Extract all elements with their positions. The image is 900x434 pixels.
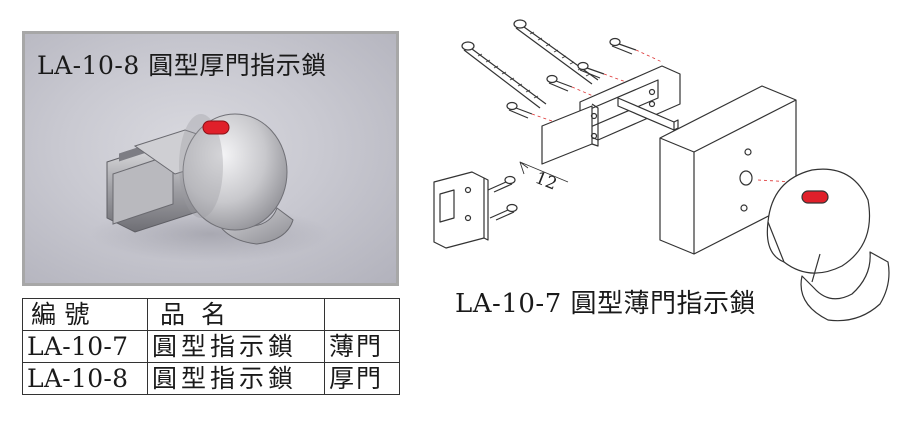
indicator-knob: [766, 168, 890, 322]
short-screw: [609, 37, 637, 55]
header-type: [324, 298, 400, 331]
long-screw: [513, 19, 599, 85]
short-screw: [506, 101, 533, 119]
photo-title: LA-10-8 圓型厚門指示鎖: [37, 51, 327, 80]
header-code: 編 號: [22, 298, 148, 331]
long-screw: [461, 41, 547, 109]
red-indicator-window: [202, 120, 230, 135]
short-screw: [577, 61, 605, 79]
row-code: LA-10-8: [22, 362, 148, 395]
short-screw: [546, 74, 573, 92]
spec-table: 編 號 品 名 LA-10-7 圓型指示鎖 薄門 LA-10-8 圓型指示鎖 厚…: [22, 298, 400, 395]
row-code: LA-10-7: [22, 330, 148, 363]
diagram-caption: LA-10-7 圓型薄門指示鎖: [455, 289, 757, 319]
row-type: 薄門: [324, 330, 400, 363]
row-name: 圓型指示鎖: [147, 330, 325, 363]
row-type: 厚門: [324, 362, 400, 395]
latch-plate: [541, 65, 681, 165]
red-indicator-window: [801, 190, 829, 204]
exploded-diagram: 12: [433, 19, 890, 322]
short-screw: [487, 175, 516, 193]
table-row: LA-10-8 圓型指示鎖 厚門: [22, 362, 400, 395]
dimension-label: 12: [532, 168, 560, 195]
header-name: 品 名: [147, 298, 325, 331]
table-header-row: 編 號 品 名: [22, 298, 400, 331]
product-photo-panel: LA-10-8 圓型厚門指示鎖: [22, 31, 399, 286]
product-photo-lock: [90, 113, 330, 262]
short-screw: [489, 203, 518, 221]
row-name: 圓型指示鎖: [147, 362, 325, 395]
table-row: LA-10-7 圓型指示鎖 薄門: [22, 330, 400, 363]
strike-plate: [433, 171, 489, 249]
